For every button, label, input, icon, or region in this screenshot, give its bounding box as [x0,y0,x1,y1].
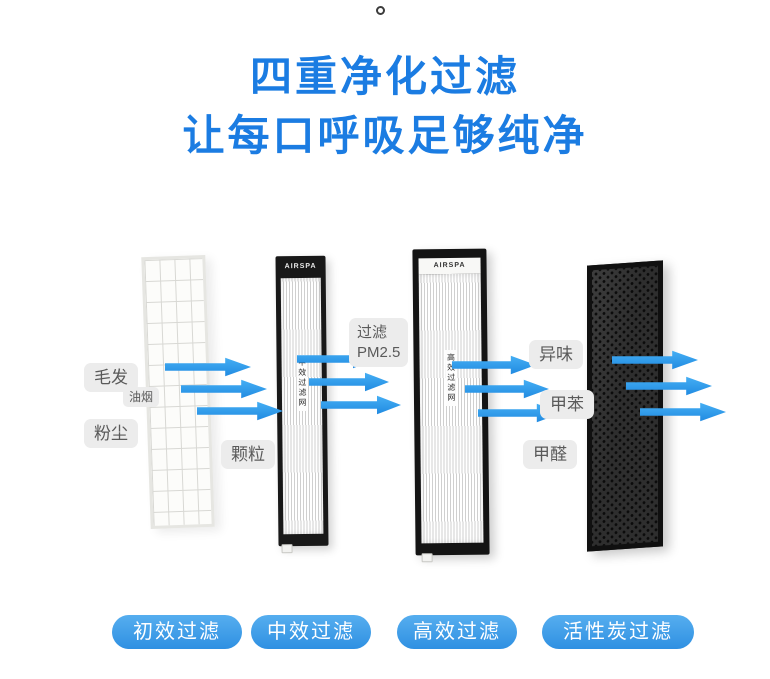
high-filter-brand-label: AIRSPA [418,257,481,275]
stage-pill-medium: 中效过滤 [251,615,371,649]
pollutant-bubble-particles: 颗粒 [221,440,275,469]
high-filter-vertical-label: 高效过滤网 [445,349,457,407]
pollutant-bubble-odor: 异味 [529,340,583,369]
page-title: 四重净化过滤 [249,53,520,100]
medium-filter-illustration: AIRSPA 中效过滤网 [275,255,329,554]
pollutant-bubble-dust: 粉尘 [84,419,138,448]
stage-pill-primary: 初效过滤 [112,615,242,649]
filter-foot [281,544,293,554]
pm25-label-line2: PM2.5 [357,343,401,361]
stage-pill-carbon: 活性炭过滤 [542,615,694,649]
filter-foot [421,553,433,563]
page-subtitle: 让每口呼吸足够纯净 [182,112,588,159]
pollutant-bubble-toluene: 甲苯 [540,390,594,419]
pollutant-bubble-pm25: 过滤 PM2.5 [349,318,409,367]
medium-filter-vertical-label: 中效过滤网 [296,354,308,411]
stage-pill-high: 高效过滤 [397,615,517,649]
pollutant-bubble-formaldehyde: 甲醛 [523,440,577,469]
top-dot-decoration [376,6,385,15]
high-efficiency-filter-illustration: AIRSPA 高效过滤网 [412,248,490,563]
activated-carbon-filter-illustration [587,260,663,552]
pollutant-bubble-oil-smoke: 油烟 [123,387,160,407]
medium-filter-brand-label: AIRSPA [284,262,317,271]
flow-arrow-icon [321,395,401,415]
pleats-texture [418,273,484,544]
pm25-label-line1: 过滤 [357,324,388,341]
